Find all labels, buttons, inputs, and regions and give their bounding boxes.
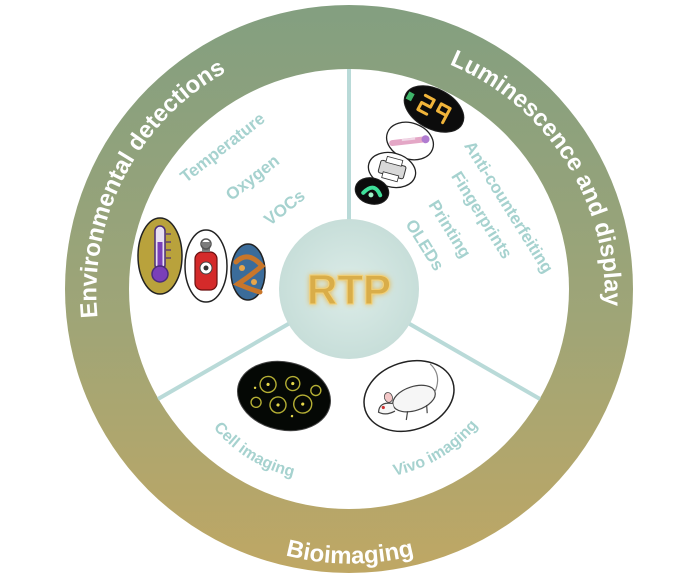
oled-display-icon: [354, 177, 390, 205]
voc-molecule-icon: [230, 243, 266, 301]
divider-left: [157, 321, 291, 401]
thermometer-icon: [137, 217, 183, 295]
seven-segment-display-icon: [403, 85, 465, 133]
divider-right: [407, 321, 541, 401]
oxygen-cylinder-icon: [184, 229, 228, 303]
cell-fluorescence-icon: [236, 360, 332, 432]
center-circle: [279, 219, 419, 359]
printer-icon: [367, 151, 417, 189]
mouse-icon: [363, 359, 455, 433]
center-label: RTP: [307, 266, 391, 313]
section-dividers: [157, 69, 541, 401]
fingerprint-icon: [385, 121, 435, 161]
